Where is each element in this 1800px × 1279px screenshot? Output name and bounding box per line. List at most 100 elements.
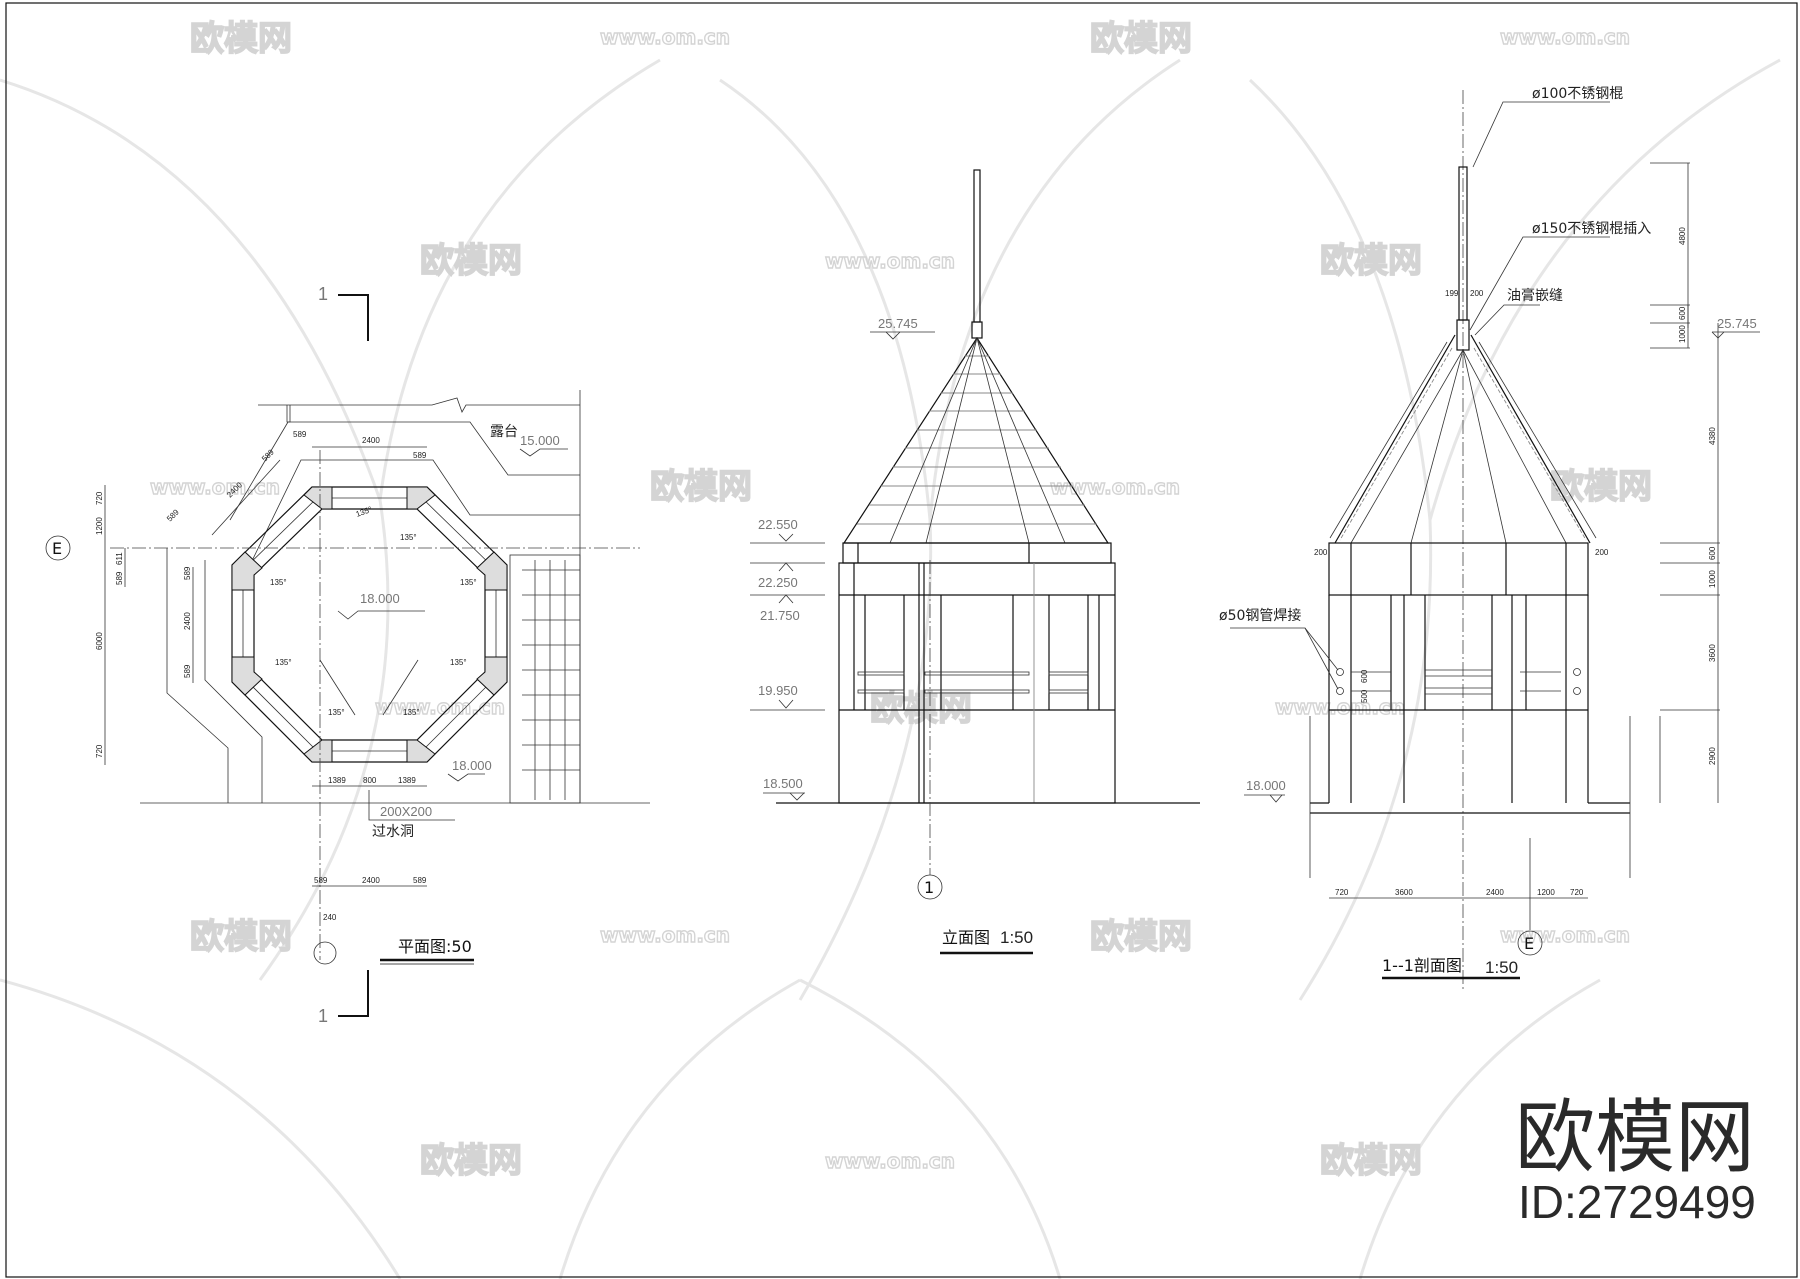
elevation-title: 立面图 [942, 928, 990, 947]
dim-text: 589 [293, 430, 307, 439]
dim-text: 589 [314, 876, 328, 885]
angle-label: 135° [400, 533, 417, 542]
watermark-url: www.om.cn [1500, 25, 1630, 49]
terrace-label: 露台 [490, 424, 518, 440]
section-view: 720 3600 2400 1200 720 E ø100不锈钢棍 ø150不锈… [1219, 86, 1760, 990]
angle-label: 135° [270, 578, 287, 587]
level-marker: 19.950 [758, 683, 798, 698]
dim-text: 200 [1314, 548, 1328, 557]
watermark-brand: 欧模网 [420, 241, 522, 281]
roof [842, 336, 1110, 544]
plan-title: 平面图:50 [398, 937, 472, 956]
dim-text: 720 [95, 491, 104, 505]
axis-label-1: 1 [924, 878, 934, 897]
watermark-brand: 欧模网 [870, 689, 972, 729]
section-mark-bottom: 1 [318, 1006, 328, 1026]
dim-text: 2400 [1486, 888, 1504, 897]
dim-text: 589 [115, 571, 124, 585]
section-title: 1--1剖面图 [1382, 956, 1462, 975]
watermark-url: www.om.cn [600, 25, 730, 49]
dim-text: 589 [413, 876, 427, 885]
level-marker: 25.745 [878, 316, 918, 331]
dim-text: 2900 [1708, 747, 1717, 765]
watermark-arcs [0, 58, 1781, 1279]
dim-text: 1389 [398, 776, 416, 785]
level-marker: 25.745 [1717, 316, 1757, 331]
elevation-scale: 1:50 [1000, 928, 1033, 947]
opening-label: 过水洞 [372, 824, 414, 840]
watermark-brand: 欧模网 [1320, 1141, 1422, 1181]
watermark-url: www.om.cn [375, 695, 505, 719]
dim-text: 2400 [362, 436, 380, 445]
axis-bubble [45, 535, 71, 561]
watermark-url: www.om.cn [150, 475, 280, 499]
note-steel-rod: ø100不锈钢棍 [1532, 86, 1623, 102]
dim-text: 720 [1570, 888, 1584, 897]
section-mark-top: 1 [318, 284, 328, 304]
dim-text: 1389 [328, 776, 346, 785]
dim-text: 1000 [1708, 570, 1717, 588]
elevation-view: 1 25.745 22.550 22.250 21.750 19.950 18.… [750, 169, 1200, 955]
dim-text: 589 [183, 566, 192, 580]
level-18-000-center: 18.000 [360, 591, 400, 606]
watermark-url: www.om.cn [1500, 923, 1630, 947]
dim-text: 720 [95, 744, 104, 758]
level-marker: 18.500 [763, 776, 803, 791]
railings [857, 671, 1089, 694]
opening-size: 200X200 [380, 804, 432, 819]
dim-text: 600 [1678, 306, 1687, 320]
level-marker: 22.250 [758, 575, 798, 590]
dim-text: 1000 [1678, 325, 1687, 343]
elevation-levels: 25.745 22.550 22.250 21.750 19.950 18.50… [750, 316, 935, 801]
dim-text: 199 [1445, 289, 1459, 298]
watermark-brand: 欧模网 [190, 19, 292, 59]
dim-text: 1200 [95, 517, 104, 535]
note-sealant: 油膏嵌缝 [1507, 287, 1563, 304]
dim-text: 200 [1470, 289, 1484, 298]
section-scale: 1:50 [1485, 958, 1518, 977]
dim-text: 589 [413, 451, 427, 460]
dim-text: 589 [260, 447, 276, 463]
note-steel-rod-insert: ø150不锈钢棍插入 [1532, 221, 1651, 237]
dim-text: 3600 [1395, 888, 1413, 897]
watermark-url: www.om.cn [1275, 695, 1405, 719]
watermark-brand: 欧模网 [1320, 241, 1422, 281]
stone-wall-pattern [522, 560, 580, 800]
dim-text: 720 [1335, 888, 1349, 897]
dim-text: 611 [115, 552, 124, 565]
dim-text: 4380 [1708, 427, 1717, 445]
brand-logo-text: 欧模网 [1515, 1091, 1755, 1184]
dim-text: 589 [183, 664, 192, 678]
axis-bubble [313, 941, 337, 965]
model-id: ID:2729499 [1518, 1176, 1756, 1228]
dim-text: 6000 [95, 632, 104, 650]
axis-label-e: E [52, 539, 62, 558]
section-bottom-dims: 720 3600 2400 1200 720 [1335, 888, 1584, 897]
level-marker: 18.000 [1246, 778, 1286, 793]
brand-logo: 欧模网 ID:2729499 [1515, 1091, 1756, 1228]
dim-text: 4800 [1678, 227, 1687, 245]
angle-label: 135° [328, 708, 345, 717]
dim-text: 600 [1708, 546, 1717, 560]
watermark-brand: 欧模网 [190, 917, 292, 957]
watermark-brand: 欧模网 [1090, 917, 1192, 957]
note-steel-pipe-weld: ø50钢管焊接 [1219, 607, 1301, 624]
level-marker: 21.750 [760, 608, 800, 623]
watermark-brand: 欧模网 [420, 1141, 522, 1181]
angle-label: 135° [460, 578, 477, 587]
level-18-000-outer: 18.000 [452, 758, 492, 773]
dim-text: 240 [323, 913, 337, 922]
watermark-url: www.om.cn [825, 249, 955, 273]
dim-text: 500 [1360, 689, 1369, 703]
octagon-outer [231, 486, 508, 763]
axis-label-e: E [1524, 934, 1534, 953]
drawing-frame [5, 2, 1798, 1278]
dim-text: 3600 [1708, 644, 1717, 662]
dim-text: 600 [1360, 669, 1369, 683]
dim-text: 800 [363, 776, 377, 785]
dim-text: 2400 [362, 876, 380, 885]
watermarks: 欧模网 www.om.cn 欧模网 www.om.cn 欧模网 www.om.c… [149, 18, 1653, 1182]
plan-view: 18.000 15.000 露台 18.000 135° 135° 135° 1… [45, 284, 650, 1026]
watermark-url: www.om.cn [1050, 475, 1180, 499]
